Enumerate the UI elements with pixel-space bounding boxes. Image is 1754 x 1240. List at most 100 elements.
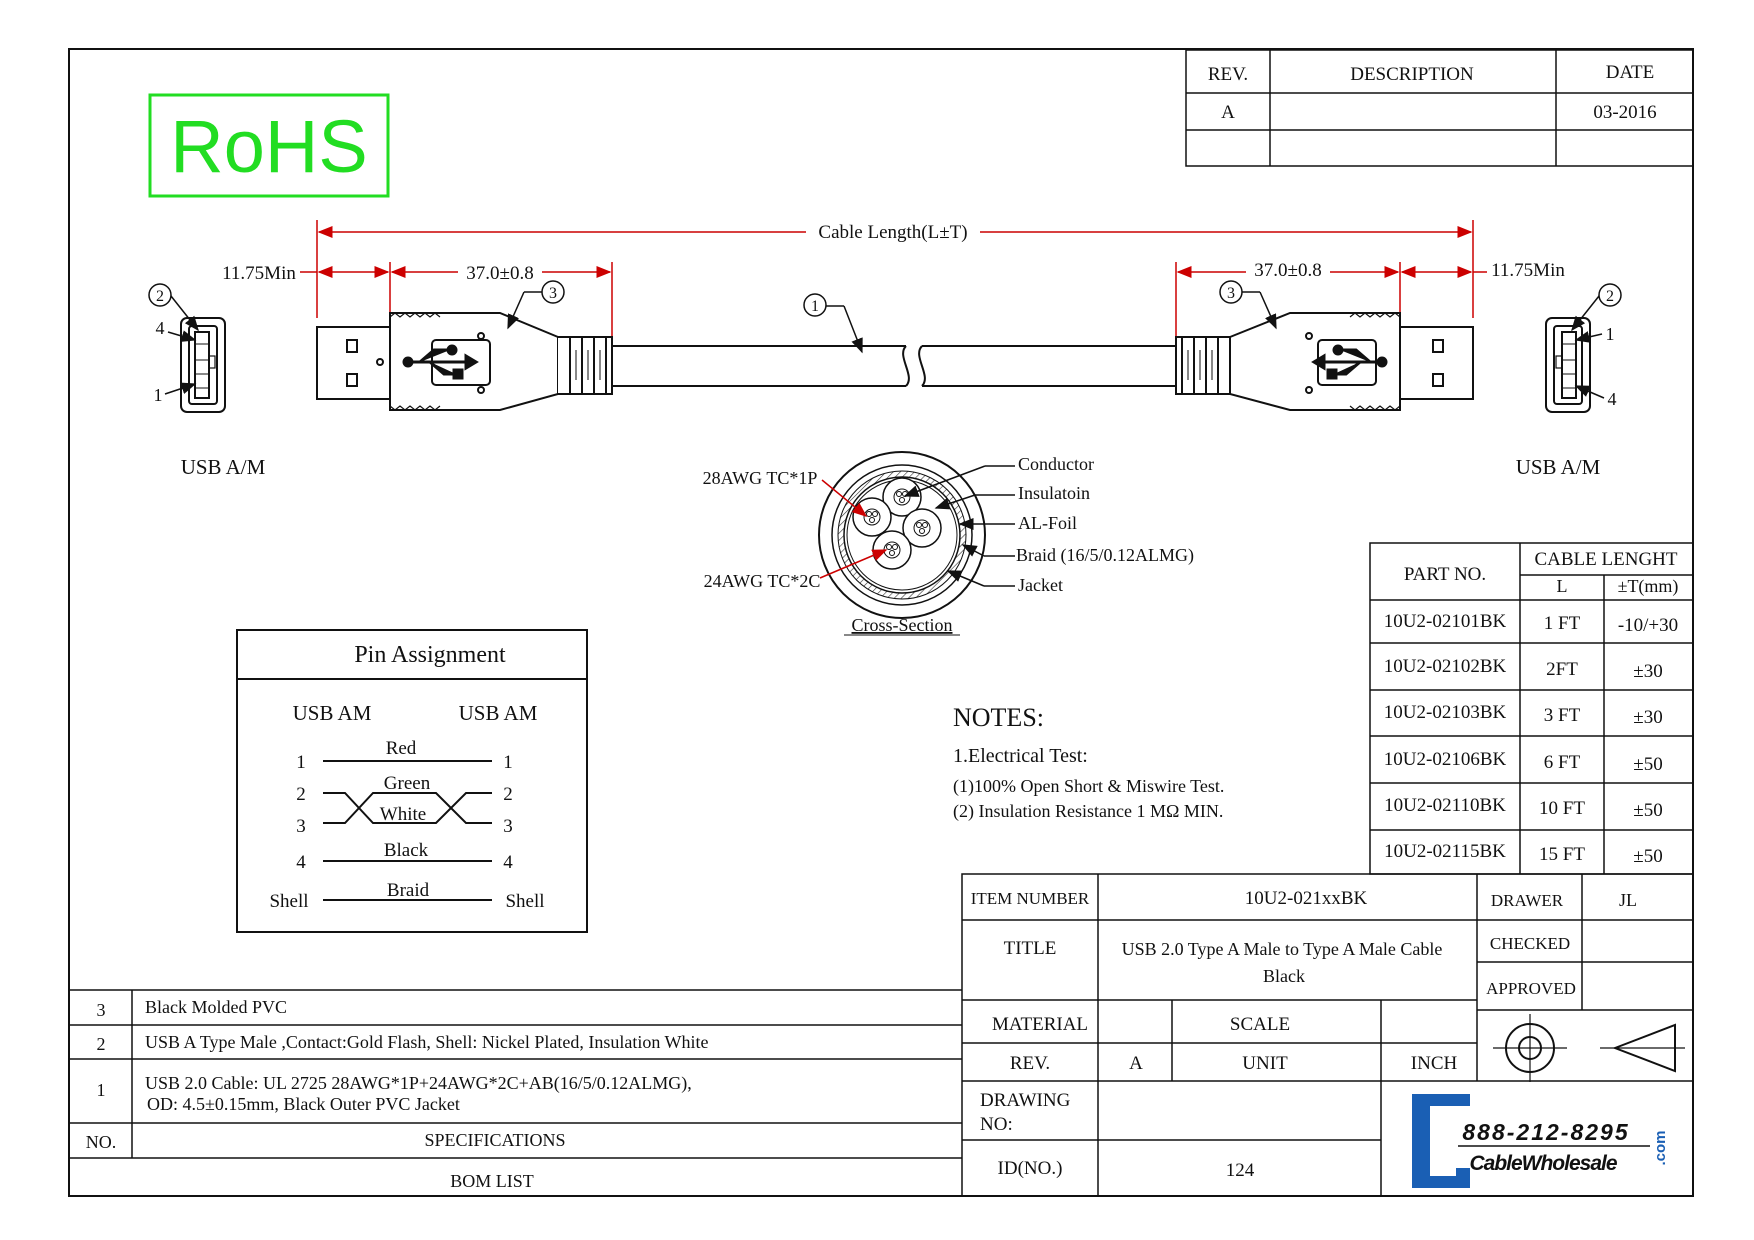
callout-3-right: 3 xyxy=(1219,280,1277,330)
pin-4-right: 4 xyxy=(503,852,513,873)
bom-row-1-spec: USB 2.0 Cable: UL 2725 28AWG*1P+24AWG*2C… xyxy=(145,1073,692,1094)
parts-row-1-t: -10/+30 xyxy=(1618,615,1678,636)
left-connector-label: USB A/M xyxy=(181,455,266,479)
cable-cross-section xyxy=(818,451,986,619)
cs-label-jacket: Jacket xyxy=(1018,575,1063,595)
title-line-1: USB 2.0 Type A Male to Type A Male Cable xyxy=(1122,939,1443,959)
scale-label: SCALE xyxy=(1230,1014,1290,1035)
bom-footer: BOM LIST xyxy=(450,1171,534,1191)
rev-label: REV. xyxy=(1010,1053,1050,1074)
date-value: 03-2016 xyxy=(1593,102,1656,123)
rev-header: REV. xyxy=(1208,64,1248,85)
parts-row-1-l: 1 FT xyxy=(1544,613,1581,634)
parts-row-5-l: 10 FT xyxy=(1539,798,1585,819)
cross-section-title: Cross-Section xyxy=(852,615,953,635)
title-line-2: Black xyxy=(1263,966,1305,986)
logo-phone: 888-212-8295 xyxy=(1462,1119,1629,1145)
bom-header-no: NO. xyxy=(86,1132,117,1152)
cs-label-braid: Braid (16/5/0.12ALMG) xyxy=(1016,545,1194,566)
pin-4-left: 4 xyxy=(296,852,306,873)
date-header: DATE xyxy=(1606,62,1655,83)
parts-table xyxy=(1369,542,1694,875)
parts-header-t: ±T(mm) xyxy=(1618,576,1679,597)
bom-row-1-spec2: OD: 4.5±0.15mm, Black Outer PVC Jacket xyxy=(147,1094,460,1114)
cable-length-label: Cable Length(L±T) xyxy=(818,222,967,243)
callout-1: 1 xyxy=(803,293,863,354)
parts-row-6-part: 10U2-02115BK xyxy=(1384,841,1506,862)
parts-row-4-l: 6 FT xyxy=(1544,752,1581,773)
wire-black: Black xyxy=(384,840,429,861)
svg-text:3: 3 xyxy=(1227,285,1235,302)
right-receptacle-end-view xyxy=(1545,283,1622,413)
pin-wires xyxy=(323,760,492,901)
cs-label-alfoil: AL-Foil xyxy=(1018,513,1077,533)
description-header: DESCRIPTION xyxy=(1350,64,1474,85)
usb-trident-icon-right xyxy=(1311,344,1388,380)
parts-row-1-part: 10U2-02101BK xyxy=(1384,611,1507,632)
pin-shell-right: Shell xyxy=(505,891,544,912)
checked-label: CHECKED xyxy=(1490,934,1570,953)
cable xyxy=(612,345,1176,387)
rohs-badge: RoHS xyxy=(148,93,390,198)
bom-row-3-no: 3 xyxy=(97,1000,106,1020)
rev-value: A xyxy=(1221,102,1235,123)
parts-row-4-part: 10U2-02106BK xyxy=(1384,749,1507,770)
parts-row-3-t: ±30 xyxy=(1633,707,1662,728)
left-pin-bottom: 1 xyxy=(154,385,163,405)
cs-label-28awg: 28AWG TC*1P xyxy=(703,468,818,488)
callout-2-left: 2 xyxy=(156,288,164,305)
logo-suffix: .com xyxy=(1652,1130,1669,1165)
mold-right-label: 37.0±0.8 xyxy=(1254,260,1321,281)
pin-2-left: 2 xyxy=(296,784,306,805)
dimension-lines xyxy=(300,220,1487,338)
parts-rows: 10U2-02101BK 1 FT -10/+30 10U2-02102BK 2… xyxy=(1384,611,1678,867)
parts-header-l: L xyxy=(1557,576,1568,596)
bom-row-2-spec: USB A Type Male ,Contact:Gold Flash, She… xyxy=(145,1032,709,1052)
material-label: MATERIAL xyxy=(992,1014,1088,1035)
min-right-label: 11.75Min xyxy=(1491,260,1565,281)
id-label: ID(NO.) xyxy=(998,1158,1063,1179)
usb-trident-icon xyxy=(402,344,479,380)
pin-1-right: 1 xyxy=(503,752,513,773)
notes-line-3: (2) Insulation Resistance 1 MΩ MIN. xyxy=(953,801,1223,822)
pin-3-right: 3 xyxy=(503,816,513,837)
min-left-label: 11.75Min xyxy=(222,263,296,284)
callout-2-right: 2 xyxy=(1606,288,1614,305)
cross-section-leaders xyxy=(819,465,1015,587)
bom-table xyxy=(69,989,962,1159)
drawer-label: DRAWER xyxy=(1491,891,1564,910)
left-pin-top: 4 xyxy=(156,318,165,338)
wire-white: White xyxy=(380,804,426,825)
wire-braid: Braid xyxy=(387,880,430,901)
rev-value-tb: A xyxy=(1129,1053,1143,1074)
logo-name: CableWholesale xyxy=(1469,1152,1617,1175)
pin-2-right: 2 xyxy=(503,784,513,805)
left-receptacle-end-view xyxy=(148,283,226,413)
third-angle-projection-icon xyxy=(1493,1014,1685,1082)
bom-header-spec: SPECIFICATIONS xyxy=(424,1130,565,1150)
approved-label: APPROVED xyxy=(1486,979,1576,998)
pin-assignment-title: Pin Assignment xyxy=(354,642,506,668)
notes-title: NOTES: xyxy=(953,703,1044,732)
parts-header-length: CABLE LENGHT xyxy=(1534,549,1677,570)
cs-label-24awg: 24AWG TC*2C xyxy=(704,571,821,591)
parts-row-4-t: ±50 xyxy=(1633,754,1662,775)
notes-line-2: (1)100% Open Short & Miswire Test. xyxy=(953,776,1224,797)
parts-row-2-t: ±30 xyxy=(1633,661,1662,682)
parts-row-5-part: 10U2-02110BK xyxy=(1384,795,1506,816)
pin-shell-left: Shell xyxy=(269,891,308,912)
parts-row-5-t: ±50 xyxy=(1633,800,1662,821)
right-pin-top: 1 xyxy=(1606,324,1615,344)
title-label: TITLE xyxy=(1004,938,1057,959)
item-number-label: ITEM NUMBER xyxy=(971,889,1090,908)
revision-block xyxy=(1185,49,1694,167)
cablewholesale-logo: 888-212-8295 CableWholesale .com xyxy=(1412,1094,1669,1188)
mold-left-label: 37.0±0.8 xyxy=(466,263,533,284)
cs-label-conductor: Conductor xyxy=(1018,454,1094,474)
parts-row-2-part: 10U2-02102BK xyxy=(1384,656,1507,677)
pin-1-left: 1 xyxy=(296,752,306,773)
parts-row-6-l: 15 FT xyxy=(1539,844,1585,865)
drawing-no-label-2: NO: xyxy=(980,1114,1013,1135)
pin-assignment-box xyxy=(236,629,588,933)
